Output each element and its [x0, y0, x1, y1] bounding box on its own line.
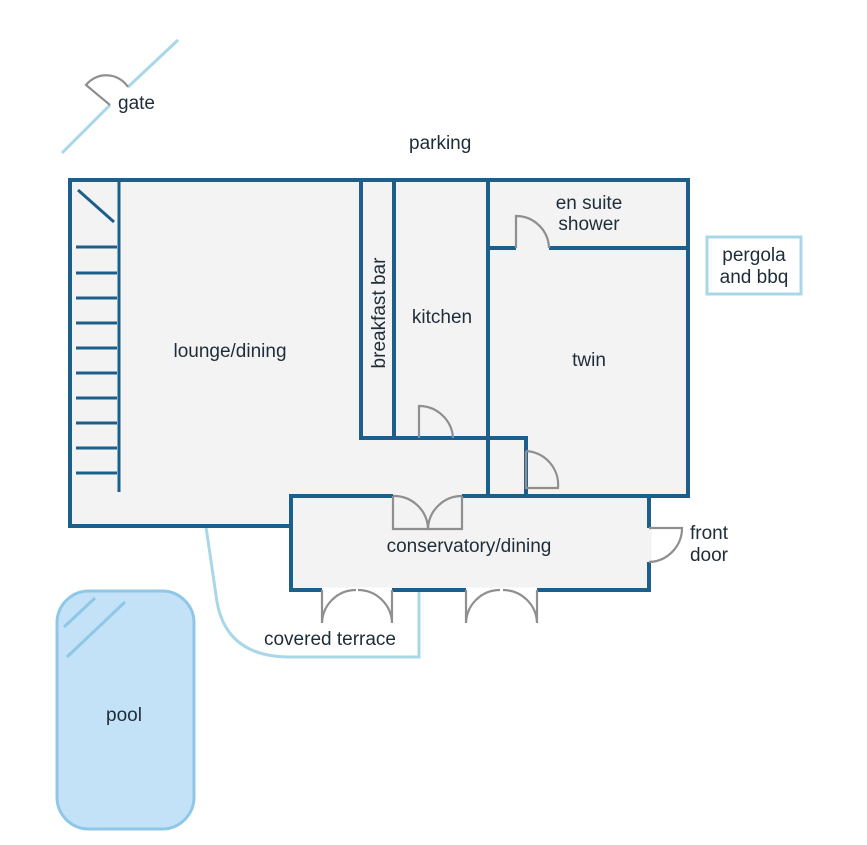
- covered-terrace-label: covered terrace: [264, 629, 396, 650]
- covered-terrace-outline: [204, 526, 421, 659]
- staircase: [76, 180, 121, 492]
- kitchen-label: kitchen: [412, 307, 472, 328]
- door-terrace-1[interactable]: [320, 588, 394, 624]
- pergola-label-line1: pergola: [722, 245, 786, 266]
- lounge-dining-label: lounge/dining: [173, 341, 286, 362]
- pool-reflection-2: [65, 600, 127, 659]
- pergola-outline: [705, 235, 803, 296]
- breakfast-bar-label: breakfast bar: [369, 257, 390, 369]
- pool-shape: [55, 589, 196, 831]
- pool-reflection-1: [62, 596, 97, 629]
- front-door[interactable]: [648, 526, 684, 564]
- en-suite-label-line2: shower: [558, 214, 620, 235]
- gate: [60, 38, 180, 155]
- pool-label: pool: [106, 705, 142, 726]
- door-conservatory-top[interactable]: [391, 494, 464, 531]
- door-ensuite[interactable]: [514, 214, 551, 249]
- gate-label: gate: [118, 93, 155, 114]
- conservatory-dining-label: conservatory/dining: [387, 536, 552, 557]
- door-kitchen[interactable]: [417, 404, 455, 439]
- front-door-label-line1: front: [690, 523, 729, 544]
- twin-label: twin: [572, 350, 606, 371]
- door-terrace-2[interactable]: [464, 588, 539, 624]
- front-door-label-line2: door: [690, 545, 729, 566]
- door-twin[interactable]: [524, 449, 560, 490]
- parking-label: parking: [409, 133, 471, 154]
- pergola-label-line2: and bbq: [720, 267, 789, 288]
- en-suite-label-line1: en suite: [556, 193, 623, 214]
- conservatory-room: [289, 494, 651, 592]
